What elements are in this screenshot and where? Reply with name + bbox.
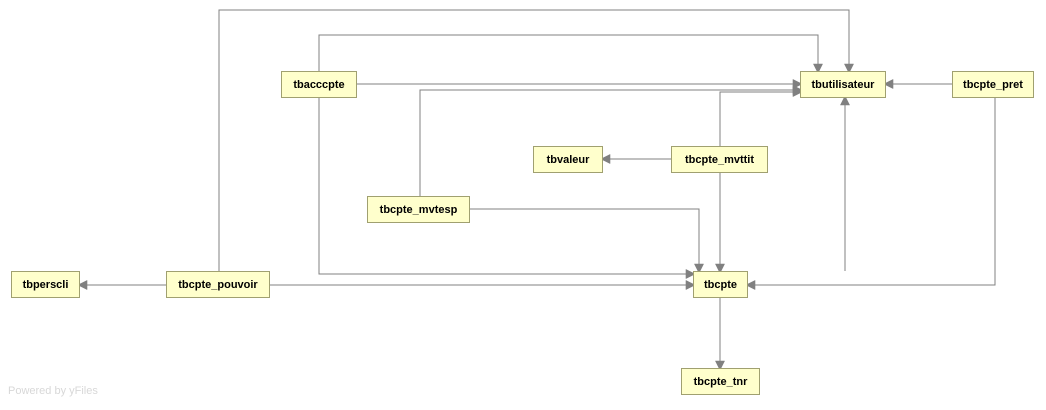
graph-node-label: tbvaleur — [546, 153, 590, 166]
yfiles-watermark: Powered by yFiles — [8, 385, 98, 397]
graph-node-tbcpte_pret[interactable]: tbcpte_pret — [952, 71, 1034, 98]
graph-node-tbcpte_tnr[interactable]: tbcpte_tnr — [681, 368, 760, 395]
graph-edge-tbcpte_mvtesp-to-tbcpte — [470, 208, 704, 274]
graph-edge-tbcpte-to-tbcpte_tnr — [715, 298, 725, 371]
graph-node-tbvaleur[interactable]: tbvaleur — [533, 146, 603, 173]
graph-edge-tbcpte_pouvoir-to-tbperscli — [77, 280, 166, 290]
graph-edge-tbcpte_mvtesp-to-tbutilisateur — [419, 85, 803, 196]
graph-edge-tbacccpte-to-tbutilisateur — [357, 79, 803, 89]
graph-node-tbcpte_pouvoir[interactable]: tbcpte_pouvoir — [166, 271, 270, 298]
graph-node-tbcpte[interactable]: tbcpte — [693, 271, 748, 298]
graph-node-label: tbcpte_tnr — [693, 375, 748, 388]
graph-node-tbutilisateur[interactable]: tbutilisateur — [800, 71, 886, 98]
graph-edge-tbcpte_mvttit-to-tbvaleur — [600, 154, 671, 164]
graph-node-label: tbcpte_mvttit — [684, 153, 755, 166]
graph-edge-tbcpte_pouvoir-to-tbcpte — [270, 280, 696, 290]
graph-edge-tbacccpte-to-tbcpte — [318, 98, 696, 279]
graph-node-tbacccpte[interactable]: tbacccpte — [281, 71, 357, 98]
graph-node-label: tbacccpte — [293, 78, 345, 91]
graph-node-label: tbcpte_pret — [963, 78, 1023, 91]
graph-node-tbcpte_mvtesp[interactable]: tbcpte_mvtesp — [367, 196, 470, 223]
graph-node-tbcpte_mvttit[interactable]: tbcpte_mvttit — [671, 146, 768, 173]
graph-edge-tbcpte_mvttit-to-tbcpte — [715, 173, 725, 274]
graph-node-label: tbcpte_mvtesp — [379, 203, 458, 216]
graph-edge-tbacccpte-to-tbutilisateur — [318, 34, 823, 74]
graph-edge-tbcpte_pret-to-tbutilisateur — [883, 79, 952, 89]
graph-edge-tbcpte_pret-to-tbcpte — [745, 98, 996, 290]
graph-node-label: tbcpte — [704, 278, 737, 291]
graph-node-label: tbperscli — [22, 278, 69, 291]
graph-edge-tbcpte-to-tbutilisateur — [840, 95, 850, 271]
graph-edge-tbcpte_mvttit-to-tbutilisateur — [719, 87, 803, 146]
graph-node-tbperscli[interactable]: tbperscli — [11, 271, 80, 298]
graph-node-label: tbcpte_pouvoir — [178, 278, 258, 291]
graph-node-label: tbutilisateur — [811, 78, 875, 91]
graph-edge-tbcpte_pouvoir-to-tbutilisateur — [218, 9, 854, 271]
